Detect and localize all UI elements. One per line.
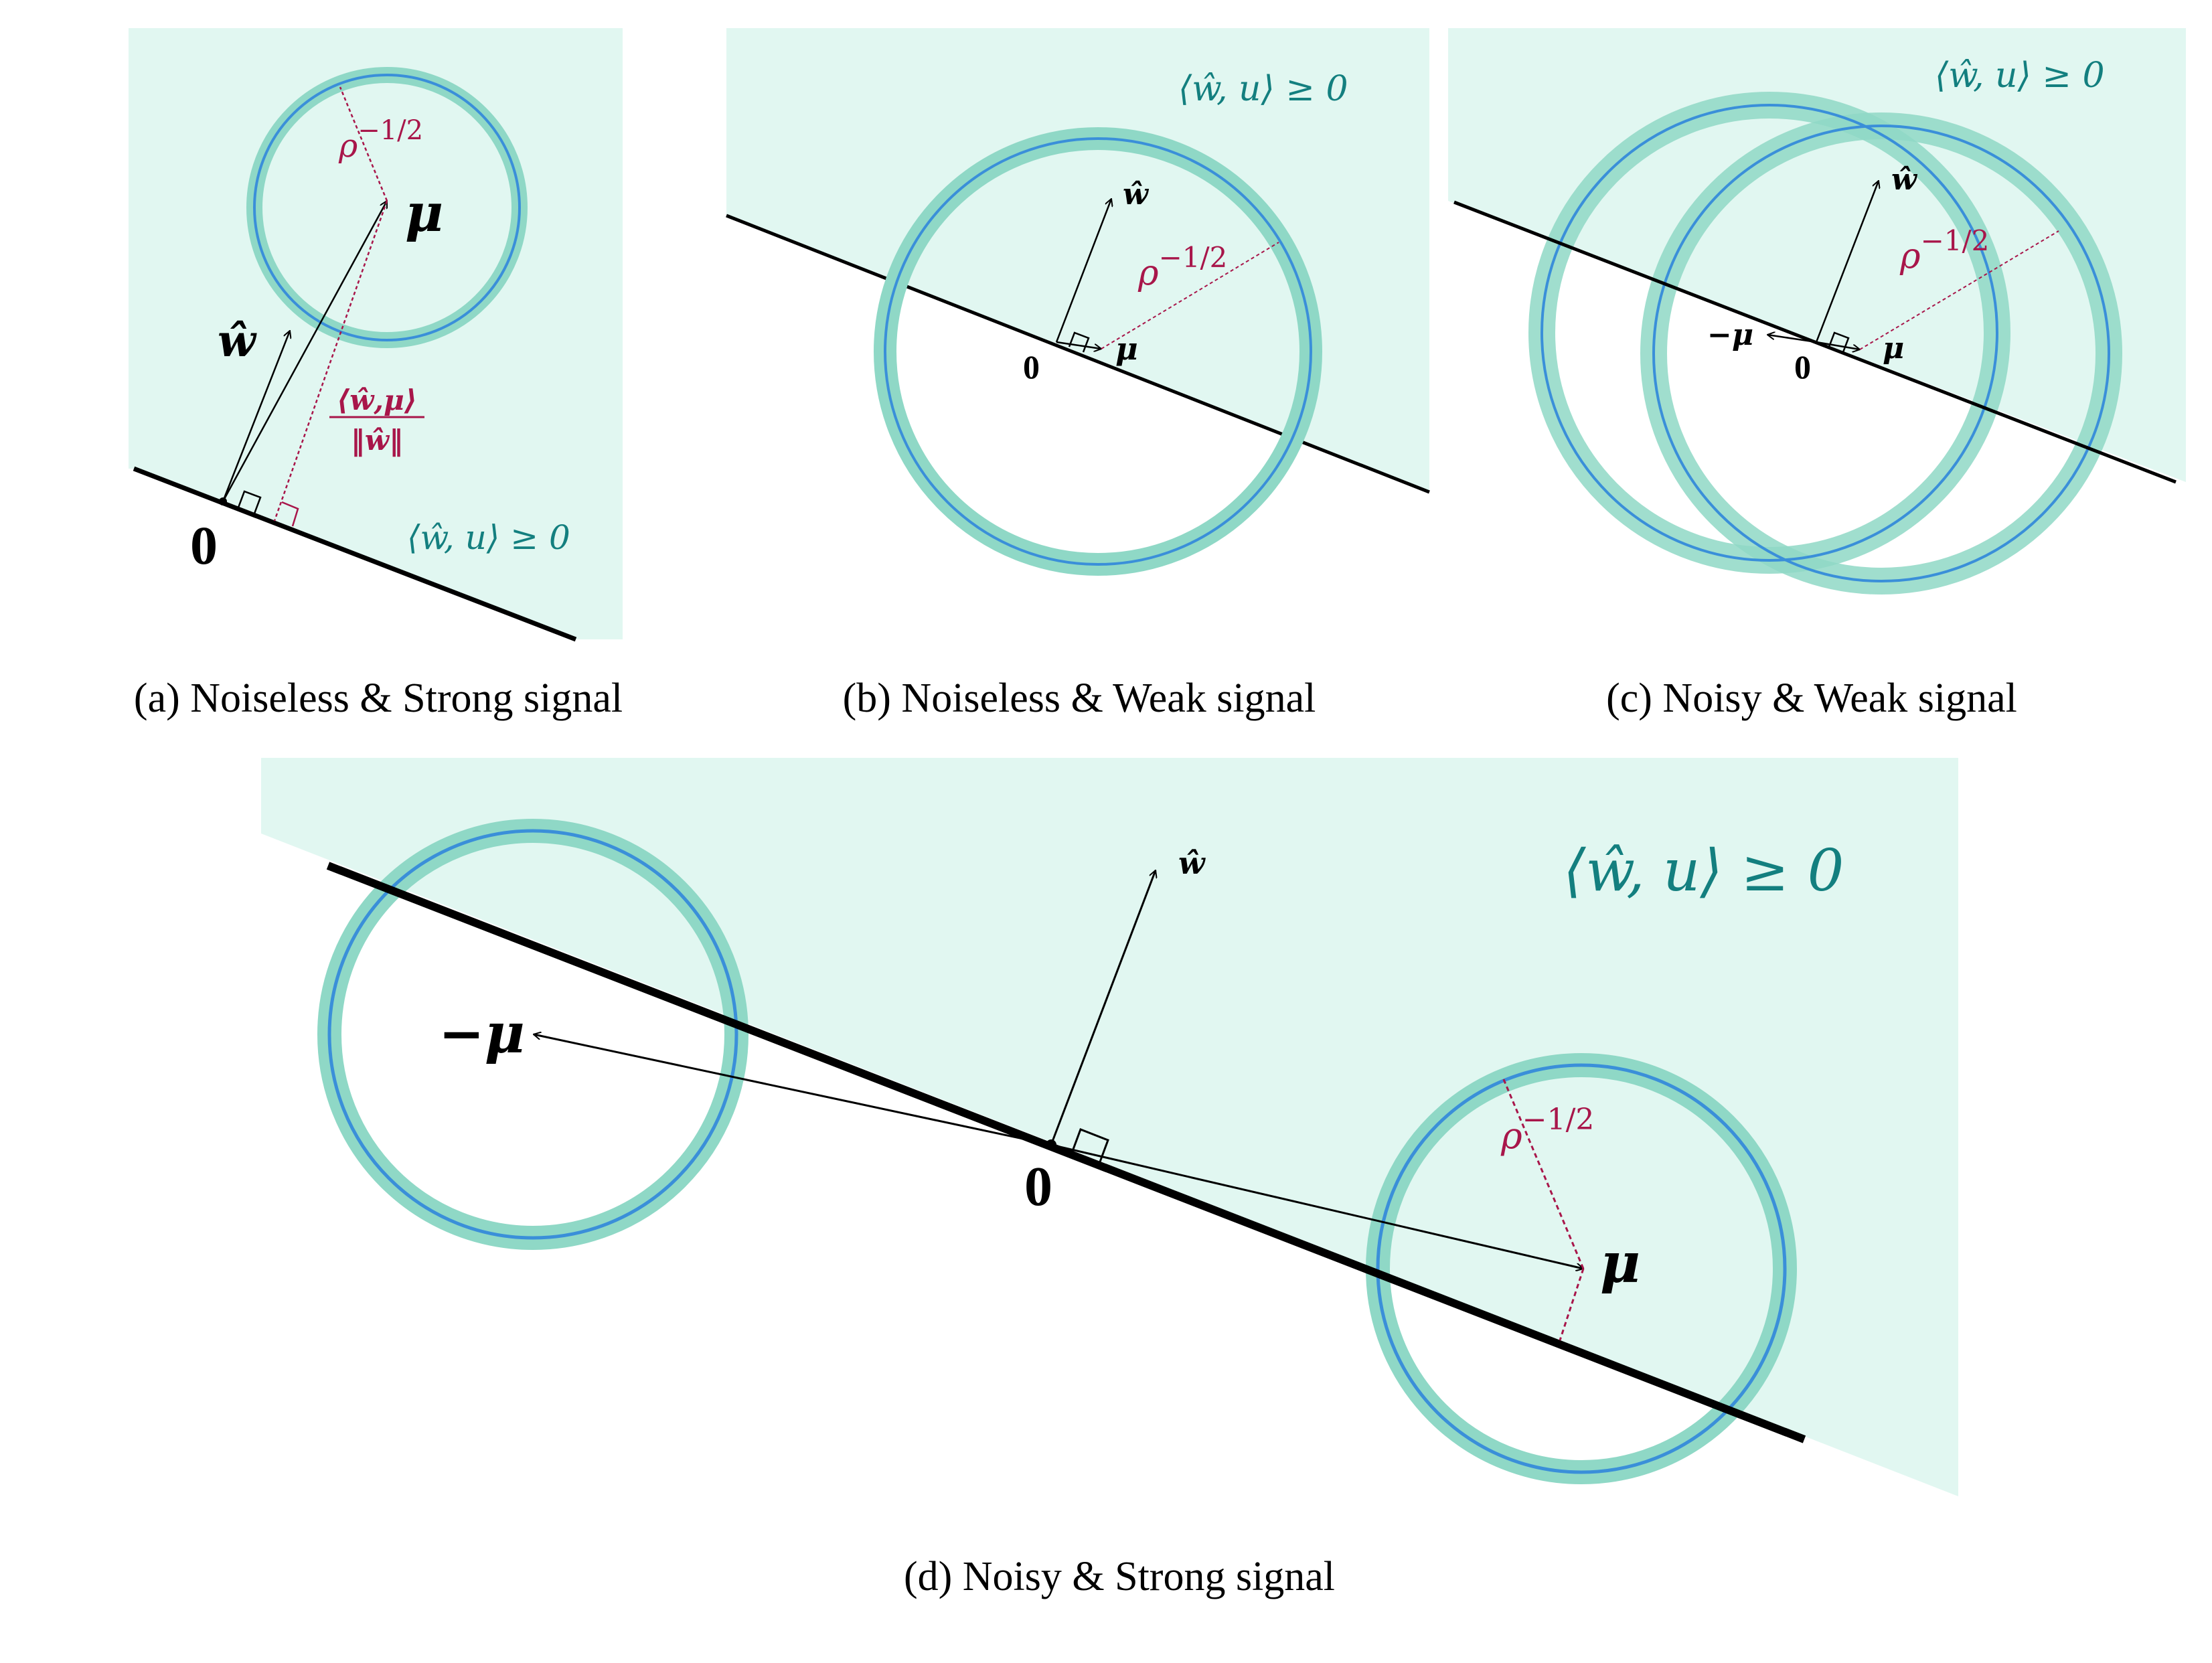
neg-mu-arrow [1767,335,1817,343]
panel-b-caption: (b) Noiseless & Weak signal [843,676,1316,721]
right-angle-mark [237,490,262,514]
radius-line [1101,242,1279,349]
mu-arrow [222,201,388,502]
w-hat-arrow [222,331,290,502]
halfspace-region [726,28,1429,492]
origin-label: 0 [190,515,218,576]
w-hat-arrow [1815,181,1879,343]
noise-circle-pos [1652,125,2110,582]
decision-boundary [133,466,577,642]
panel-a-caption: (a) Noiseless & Strong signal [134,676,623,721]
noise-circle-neg [327,829,738,1240]
rho-label: ρ−1/2 [1500,1103,1594,1157]
w-hat-label: ŵ [1178,845,1206,881]
mu-arrow [1050,1143,1583,1269]
radius-line [1502,1077,1585,1269]
right-angle-mark [1071,1128,1109,1164]
right-angle-mark [1068,331,1090,353]
panel-d-caption: (d) Noisy & Strong signal [904,1554,1335,1599]
projection-denominator: ‖ŵ‖ [351,424,403,457]
projection-line [273,200,388,522]
mu-arrow [1056,341,1101,349]
w-hat-arrow [1055,199,1111,343]
halfspace-label: ⟨ŵ, u⟩ ≥ 0 [1563,838,1844,904]
decision-boundary [726,214,1430,494]
mu-arrow [1816,341,1860,349]
right-angle-mark [1828,331,1850,353]
projection-right-angle [281,501,299,527]
origin-point [1046,1139,1056,1150]
rho-label: ρ−1/2 [1137,241,1227,293]
mu-label: μ [1600,1231,1640,1295]
panel-c-caption: (c) Noisy & Weak signal [1606,676,2017,721]
radius-line [339,86,388,202]
w-hat-label: ŵ [1891,163,1918,197]
origin-label: 0 [1023,348,1040,386]
neg-mu-label: −μ [439,1002,525,1066]
panel-b: 0 μ ŵ ρ−1/2 ⟨ŵ, u⟩ ≥ 0 (b) Noiseless & W… [726,28,1430,721]
halfspace-label: ⟨ŵ, u⟩ ≥ 0 [1935,56,2105,96]
decision-boundary [326,862,1806,1443]
rho-label: ρ−1/2 [338,115,423,165]
halfspace-label: ⟨ŵ, u⟩ ≥ 0 [407,518,570,557]
neg-mu-label: −μ [1707,318,1753,352]
projection-numerator: ⟨ŵ,μ⟩ [337,384,417,416]
noise-circle [884,137,1312,566]
origin-label: 0 [1794,348,1811,386]
panel-a: 0 ŵ μ ρ−1/2 ⟨ŵ,μ⟩ ‖ŵ‖ ⟨ŵ, u⟩ ≥ 0 (a) Noi… [129,28,623,721]
mu-label: μ [405,183,443,244]
mu-label: μ [1883,331,1904,366]
panel-d: 0 −μ μ ŵ ρ−1/2 ⟨ŵ, u⟩ ≥ 0 (d) Noisy & St… [261,758,1958,1599]
origin-point [219,497,227,505]
w-hat-label: ŵ [218,315,257,367]
projection-line [1559,1268,1585,1341]
halfspace-label: ⟨ŵ, u⟩ ≥ 0 [1178,69,1348,109]
neg-mu-arrow [534,1034,1052,1146]
noise-circle [253,74,521,341]
noise-circle-pos [1376,1063,1787,1474]
halfspace-region [261,758,1958,1496]
w-hat-label: ŵ [1123,177,1150,212]
rho-label: ρ−1/2 [1899,224,1989,276]
panel-c: 0 μ −μ ŵ ρ−1/2 ⟨ŵ, u⟩ ≥ 0 (c) Noisy & We… [1448,28,2186,721]
noise-circle-neg [1540,104,1998,562]
mu-label: μ [1115,331,1138,367]
origin-label: 0 [1024,1156,1052,1218]
radius-line [1859,230,2059,350]
w-hat-arrow [1050,870,1156,1145]
